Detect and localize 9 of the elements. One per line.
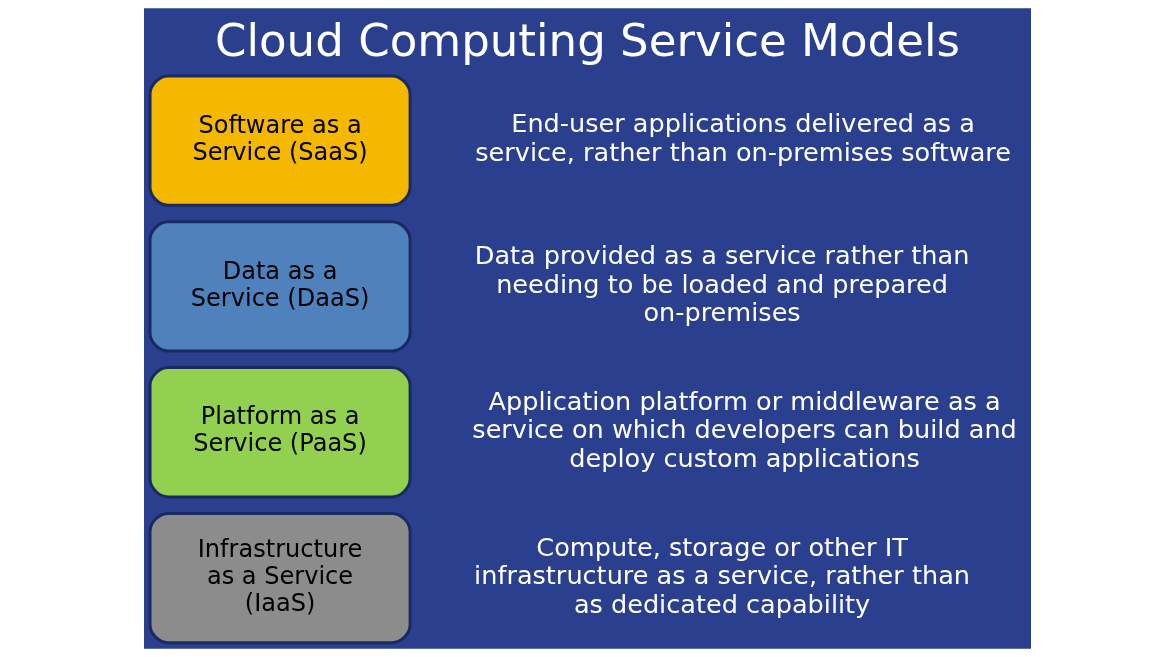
node-label: Data provided as a service rather than needing to be loaded and prepared on-premises [474,240,970,328]
node-box: Data as a Service (DaaS) [148,220,412,353]
node-label: Compute, storage or other IT infrastructure as a service, rather than as dedicated capability [474,531,970,619]
node-box: Software as a Service (SaaS) [148,74,412,207]
node-label: Application platform or middleware as a service on which developers can build and deploy custom applications [472,385,1017,473]
node-label: End-user applications delivered as a service, rather than on-premises software [475,108,1011,168]
node-box: Infrastructure as a Service (IaaS) [148,511,412,645]
diagram-title: Cloud Computing Service Models [215,14,960,68]
node-box: Platform as a Service (PaaS) [148,366,412,499]
